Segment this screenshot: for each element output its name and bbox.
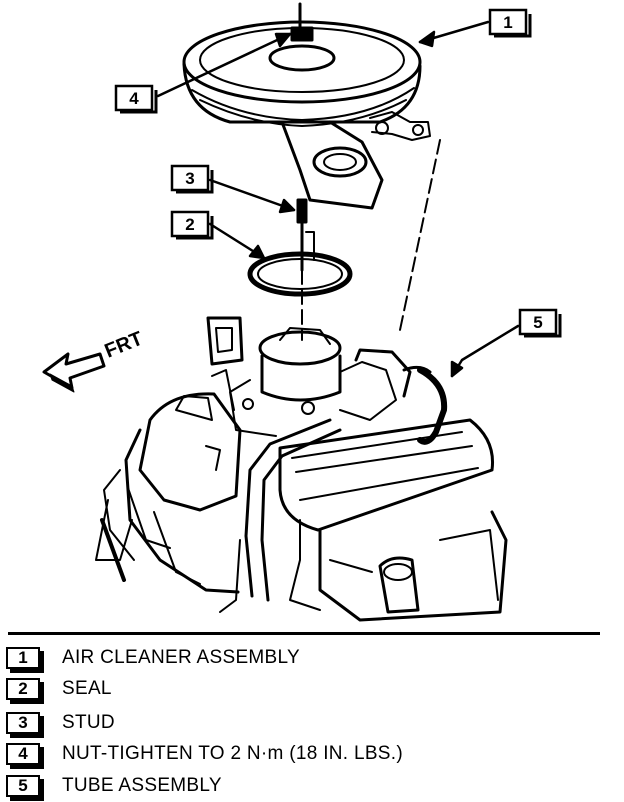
callout-4: 4 xyxy=(114,84,158,114)
legend-label: NUT-TIGHTEN TO 2 N·m (18 IN. LBS.) xyxy=(62,743,403,764)
air-cleaner-assembly xyxy=(182,20,431,210)
legend-number-box: 1 xyxy=(6,647,44,673)
legend-label: AIR CLEANER ASSEMBLY xyxy=(62,647,300,668)
callout-1: 1 xyxy=(488,8,532,38)
leader-arrows xyxy=(156,20,520,378)
callout-5: 5 xyxy=(518,308,562,338)
legend-label: STUD xyxy=(62,712,115,733)
legend-item-2: 2 SEAL xyxy=(6,675,112,704)
legend-number-box: 4 xyxy=(6,743,44,769)
legend-number-box: 3 xyxy=(6,712,44,738)
engine-assembly xyxy=(95,316,508,622)
callout-3: 3 xyxy=(170,164,214,194)
seal xyxy=(247,251,353,297)
callout-1-number: 1 xyxy=(503,13,512,32)
legend-item-5: 5 TUBE ASSEMBLY xyxy=(6,772,222,801)
legend-label: SEAL xyxy=(62,678,112,699)
legend-item-3: 3 STUD xyxy=(6,709,115,738)
legend-label: TUBE ASSEMBLY xyxy=(62,775,222,796)
callout-3-number: 3 xyxy=(185,169,194,188)
alignment-lines xyxy=(301,139,441,341)
callout-2: 2 xyxy=(170,210,214,240)
legend-divider xyxy=(8,632,600,635)
legend-number-box: 2 xyxy=(6,678,44,704)
stud xyxy=(296,198,315,272)
front-direction-label: FRT xyxy=(102,328,146,363)
legend-item-4: 4 NUT-TIGHTEN TO 2 N·m (18 IN. LBS.) xyxy=(6,740,403,769)
callout-5-number: 5 xyxy=(533,313,542,332)
exploded-view-diagram: 1 4 3 2 5 FRT xyxy=(42,2,562,622)
nut xyxy=(290,2,314,42)
legend-number-box: 5 xyxy=(6,775,44,801)
legend-item-1: 1 AIR CLEANER ASSEMBLY xyxy=(6,644,300,673)
callout-4-number: 4 xyxy=(129,89,139,108)
callout-2-number: 2 xyxy=(185,215,194,234)
front-arrow-icon xyxy=(42,352,106,393)
